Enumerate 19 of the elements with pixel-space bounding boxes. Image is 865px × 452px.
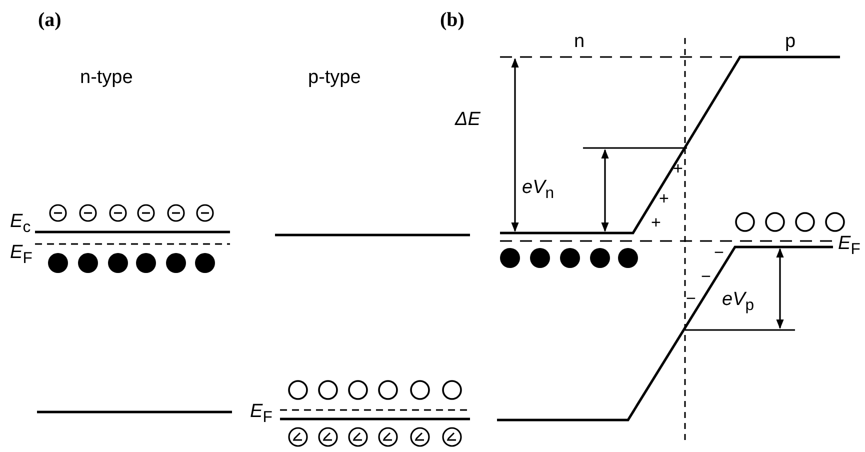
energy-label: E$_{F}$ (250, 402, 272, 426)
panel-label: (b) (440, 10, 464, 30)
panel-label: (a) (38, 10, 62, 30)
energy-label: E$_{F}$ (838, 234, 860, 258)
region-label: n-type (80, 68, 133, 87)
charge-sign: − (686, 290, 696, 307)
charge-sign: + (673, 160, 683, 177)
region-label: p (785, 32, 796, 51)
energy-label: ΔE (455, 110, 480, 129)
energy-label: E$_{F}$ (10, 243, 32, 267)
energy-label: eV$_{n}$ (522, 178, 554, 202)
charge-sign: + (659, 190, 669, 207)
energy-label: eV$_{p}$ (722, 290, 754, 314)
charge-sign: − (714, 244, 724, 261)
charge-sign: + (651, 214, 661, 231)
charge-sign: − (701, 268, 711, 285)
region-label: p-type (308, 68, 361, 87)
energy-label: E$_{c}$ (10, 212, 31, 236)
region-label: n (574, 32, 585, 51)
